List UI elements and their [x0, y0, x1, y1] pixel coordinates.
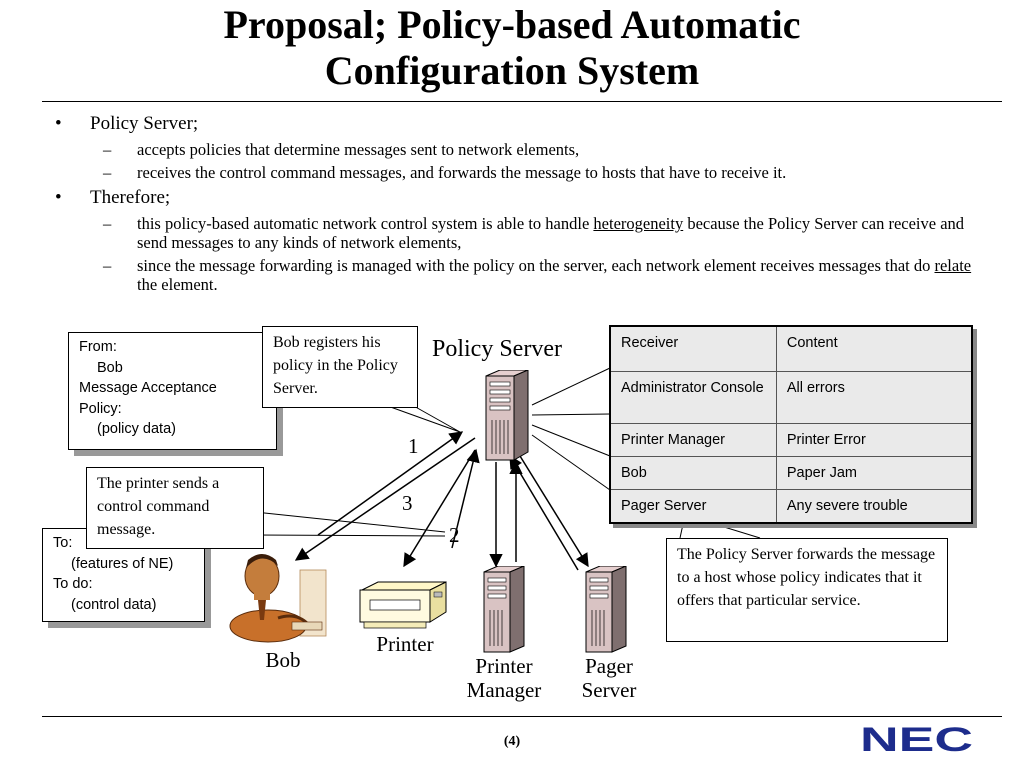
- bob-label: Bob: [265, 648, 301, 672]
- title-divider: [42, 101, 1002, 102]
- slide-title: Proposal; Policy-based Automatic Configu…: [0, 2, 1024, 94]
- table-row: Pager Server Any severe trouble: [609, 488, 973, 523]
- title-line-2: Configuration System: [324, 48, 700, 93]
- leader-line: [531, 413, 611, 416]
- callout-bob-pointer: [384, 404, 461, 433]
- from-policy-note: From: Bob Message Acceptance Policy: (po…: [68, 332, 277, 450]
- sub-bullet: –this policy-based automatic network con…: [103, 214, 965, 252]
- nec-logo-text: NEC: [860, 722, 973, 754]
- bullet-list: •Policy Server; –accepts policies that d…: [55, 112, 975, 298]
- cell-receiver: Printer Manager: [609, 422, 777, 457]
- table-row: Printer Manager Printer Error: [609, 422, 973, 457]
- title-line-1: Proposal; Policy-based Automatic: [223, 2, 801, 47]
- callout-printer-sends: The printer sends a control command mess…: [86, 467, 264, 549]
- page-number: (4): [503, 734, 521, 749]
- dash-icon: –: [103, 163, 112, 182]
- bullet-dot-icon: •: [55, 113, 62, 134]
- leader-line: [531, 424, 611, 457]
- dash-icon: –: [103, 214, 112, 233]
- nec-logo: NEC: [860, 722, 973, 754]
- printer-icon: [359, 581, 447, 629]
- cell-content: All errors: [775, 370, 973, 424]
- column-header-content: Content: [775, 325, 973, 372]
- dash-icon: –: [103, 256, 112, 275]
- arrow-to-printer: [403, 449, 476, 568]
- cell-receiver: Administrator Console: [609, 370, 777, 424]
- pager-server-icon: [585, 566, 627, 653]
- footer-divider: [42, 716, 1002, 717]
- arrow-step-2: [451, 448, 480, 549]
- arrow-to-pager-server: [519, 455, 589, 568]
- heterogeneity-term: heterogeneity: [593, 214, 684, 233]
- cell-content: Paper Jam: [775, 455, 973, 490]
- policy-server-icon: [485, 370, 529, 461]
- sub-bullet: –accepts policies that determine message…: [103, 140, 580, 159]
- step-label-3: 3: [402, 491, 413, 515]
- bullet-therefore: •Therefore;: [55, 187, 171, 208]
- dash-icon: –: [103, 140, 112, 159]
- sub-bullet: –since the message forwarding is managed…: [103, 256, 972, 294]
- cell-receiver: Bob: [609, 455, 777, 490]
- bullet-policy-server: •Policy Server;: [55, 113, 199, 134]
- arrow-bob-return: [294, 437, 476, 561]
- callout-printer-pointer: [254, 534, 446, 537]
- relate-term: relate: [934, 256, 972, 275]
- arrow-step-1: [317, 431, 464, 536]
- printer-label: Printer: [376, 632, 434, 656]
- arrow-from-pager-server: [509, 454, 579, 571]
- table-header-row: Receiver Content: [609, 325, 973, 372]
- leader-line: [531, 367, 611, 406]
- cell-content: Any severe trouble: [775, 488, 973, 523]
- cell-content: Printer Error: [775, 422, 973, 457]
- printer-manager-label: Printer Manager: [466, 654, 542, 702]
- policy-server-label: Policy Server: [432, 336, 562, 362]
- callout-server-forwards: The Policy Server forwards the message t…: [666, 538, 948, 642]
- policy-table: Receiver Content Administrator Console A…: [609, 325, 973, 524]
- printer-manager-server-icon: [483, 566, 525, 653]
- step-label-2: 2: [449, 523, 460, 547]
- pager-server-label: Pager Server: [581, 654, 637, 702]
- sub-bullet: –receives the control command messages, …: [103, 163, 787, 182]
- leader-line: [531, 434, 611, 491]
- column-header-receiver: Receiver: [609, 325, 777, 372]
- bullet-dot-icon: •: [55, 187, 62, 208]
- table-row: Administrator Console All errors: [609, 370, 973, 424]
- bob-person-icon: [229, 554, 327, 643]
- callout-printer-pointer: [254, 511, 446, 533]
- step-label-1: 1: [408, 434, 419, 458]
- table-row: Bob Paper Jam: [609, 455, 973, 490]
- callout-bob-registers: Bob registers his policy in the Policy S…: [262, 326, 418, 408]
- cell-receiver: Pager Server: [609, 488, 777, 523]
